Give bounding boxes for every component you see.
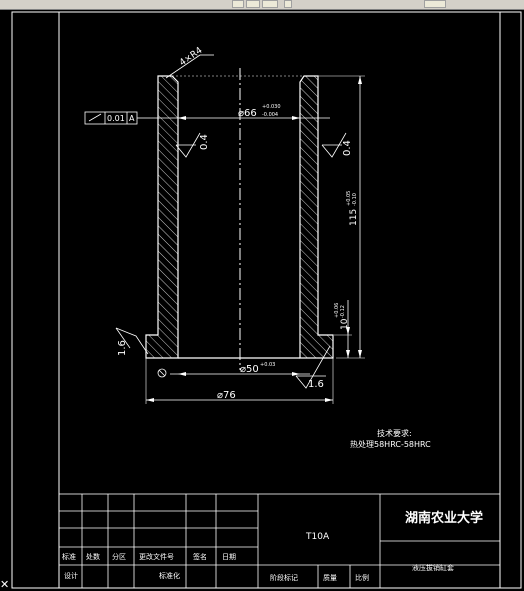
chamfer-label: 4×R4 xyxy=(178,46,205,69)
arrow xyxy=(178,116,186,120)
chamfer-leader xyxy=(165,54,201,79)
tolerance-frame: 0.01 A xyxy=(84,111,150,125)
arrow xyxy=(325,398,333,402)
arrow xyxy=(358,76,362,84)
sheet-border xyxy=(11,11,522,589)
title-block xyxy=(58,493,501,589)
tb-cell: 处数 xyxy=(86,552,100,561)
roughness-symbol-right xyxy=(321,132,347,158)
flange-label: 10 xyxy=(340,318,350,330)
cad-drawing: 4×R4 ⌀66 +0.030 -0.004 0.01 A 0.4 0.4 11… xyxy=(0,11,522,591)
inner-bore-tol-lower: -0.004 xyxy=(262,112,278,118)
toolbar-icon[interactable] xyxy=(284,0,292,8)
base-bore-tol: +0.03 xyxy=(260,362,275,368)
arrow xyxy=(292,116,300,120)
arrow xyxy=(346,327,350,335)
toolbar-icon[interactable] xyxy=(262,0,278,8)
tb-cell: 签名 xyxy=(193,552,207,561)
cad-toolbar xyxy=(0,0,524,10)
inner-bore-label: ⌀66 xyxy=(238,108,257,119)
roughness-bottom-right-value: 1.6 xyxy=(308,379,324,390)
tb-cell: 标准 xyxy=(62,552,76,561)
inner-bore-tol-upper: +0.030 xyxy=(262,104,281,110)
notes-heading: 技术要求: xyxy=(377,428,412,438)
notes-line1: 热处理58HRC-58HRC xyxy=(350,439,431,449)
height-tol-lower: -0.10 xyxy=(352,193,358,206)
roughness-symbol-left xyxy=(175,132,201,158)
roughness-symbol-bottom-right xyxy=(295,345,331,389)
tb-cell: 标准化 xyxy=(159,571,180,580)
height-label: 115 xyxy=(349,209,359,226)
tb-cell: 阶段标记 xyxy=(270,573,298,582)
arrow xyxy=(146,398,154,402)
cursor-icon: ✕ xyxy=(0,578,9,591)
base-bore-label: ⌀50 xyxy=(240,364,259,375)
left-wall-section xyxy=(145,75,179,359)
flange-tol-upper: +0.06 xyxy=(334,303,340,318)
datum-symbol xyxy=(157,368,167,378)
arrow xyxy=(178,372,186,376)
flange-tol-lower: -0.12 xyxy=(340,305,346,318)
toolbar-icon[interactable] xyxy=(232,0,244,8)
roughness-left-value: 0.4 xyxy=(199,134,210,150)
tb-cell: 质量 xyxy=(323,573,337,582)
tb-cell: 比例 xyxy=(355,573,369,582)
toolbar-icon[interactable] xyxy=(424,0,446,8)
arrow xyxy=(358,350,362,358)
tb-cell: 日期 xyxy=(222,553,236,561)
roughness-right-value: 0.4 xyxy=(342,140,353,156)
tb-cell: 设计 xyxy=(64,571,78,580)
arrow xyxy=(292,372,300,376)
toolbar-icon[interactable] xyxy=(246,0,260,8)
roughness-symbol-bottom-left xyxy=(115,327,149,355)
title-block-subtitle: 液压拔销缸套 xyxy=(412,563,454,572)
right-wall-section xyxy=(299,75,334,359)
tol-frame-value: 0.01 xyxy=(107,114,125,123)
roughness-bottom-left-value: 1.6 xyxy=(117,340,128,356)
datum-symbol-cross xyxy=(158,369,166,377)
tb-cell: 更改文件号 xyxy=(139,552,174,561)
height-tol-upper: +0.05 xyxy=(346,191,352,206)
title-block-university: 湖南农业大学 xyxy=(405,510,483,526)
arrow xyxy=(346,350,350,358)
tol-frame-datum: A xyxy=(129,114,135,123)
title-block-material: T10A xyxy=(305,532,330,542)
outer-label: ⌀76 xyxy=(217,390,236,401)
tb-cell: 分区 xyxy=(112,552,126,561)
